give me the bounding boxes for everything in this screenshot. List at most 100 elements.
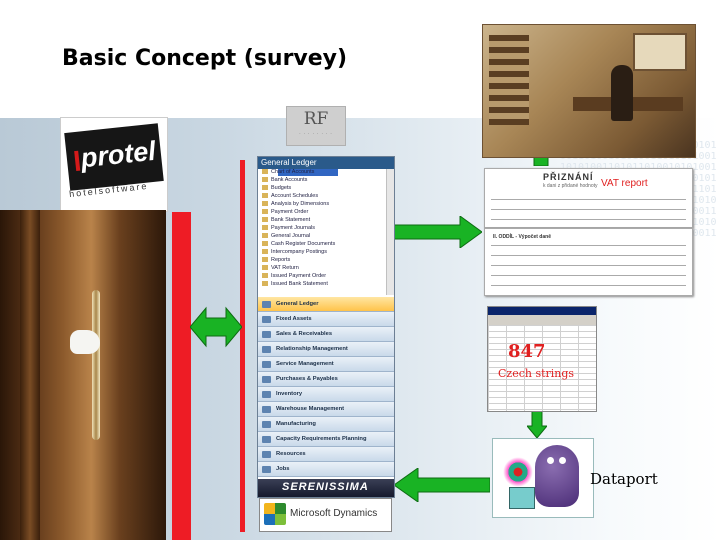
- tree-item[interactable]: Bank Accounts: [262, 177, 307, 183]
- green-arrow-down-icon: [527, 410, 547, 438]
- monster-icon: [535, 445, 579, 507]
- photo-window: [633, 33, 687, 71]
- nav-item-resources[interactable]: Resources: [258, 447, 394, 462]
- nav-item-jobs[interactable]: Jobs: [258, 462, 394, 477]
- folder-icon: [262, 185, 268, 191]
- tree-item[interactable]: Cash Register Documents: [262, 241, 335, 247]
- nav-item-capacity[interactable]: Capacity Requirements Planning: [258, 432, 394, 447]
- tree-item[interactable]: Issued Payment Order: [262, 273, 326, 279]
- capacity-icon: [262, 436, 271, 443]
- monster-eye-icon: [559, 457, 566, 464]
- door-handle: [92, 290, 100, 440]
- tree-item[interactable]: Issued Bank Statement: [262, 281, 328, 287]
- tree-item-label: Bank Accounts: [271, 177, 308, 183]
- white-glove: [70, 330, 100, 354]
- nav-item-service[interactable]: Service Management: [258, 357, 394, 372]
- nav-item-label: General Ledger: [276, 301, 319, 307]
- nav-item-purchases[interactable]: Purchases & Payables: [258, 372, 394, 387]
- nav-item-label: Sales & Receivables: [276, 331, 333, 337]
- tree-scrollbar[interactable]: [386, 169, 394, 295]
- tree-item-label: Chart of Accounts: [271, 169, 315, 175]
- tree-item[interactable]: Budgets: [262, 185, 291, 191]
- tree-item[interactable]: Chart of Accounts: [262, 169, 314, 175]
- folder-icon: [262, 249, 268, 255]
- assets-icon: [262, 316, 271, 323]
- folder-icon: [262, 265, 268, 271]
- folder-icon: [262, 273, 268, 279]
- photo-shelf: [489, 35, 529, 125]
- inventory-icon: [262, 391, 271, 398]
- tree-item[interactable]: Payment Journals: [262, 225, 315, 231]
- monster-eye-icon: [547, 457, 554, 464]
- nav-item-manufacturing[interactable]: Manufacturing: [258, 417, 394, 432]
- vat-doc-subtitle: k dani z přidané hodnoty: [543, 183, 598, 189]
- tree-item[interactable]: Payment Order: [262, 209, 308, 215]
- general-ledger-header: General Ledger: [258, 157, 394, 169]
- doc-line: [491, 219, 686, 220]
- excel-strings-screenshot: 847 Czech strings: [487, 306, 597, 412]
- tree-item-label: Issued Bank Statement: [271, 281, 328, 287]
- tree-item-label: Intercompany Postings: [271, 249, 327, 255]
- tree-item-label: Bank Statement: [271, 217, 311, 223]
- folder-icon: [262, 233, 268, 239]
- tree-item[interactable]: Analysis by Dimensions: [262, 201, 329, 207]
- doc-line: [491, 265, 686, 266]
- nav-item-label: Capacity Requirements Planning: [276, 436, 367, 442]
- tree-item[interactable]: VAT Return: [262, 265, 299, 271]
- nav-item-fixed-assets[interactable]: Fixed Assets: [258, 312, 394, 327]
- tree-item[interactable]: Intercompany Postings: [262, 249, 327, 255]
- tree-item[interactable]: Bank Statement: [262, 217, 310, 223]
- nav-item-label: Resources: [276, 451, 306, 457]
- tree-item-label: Payment Journals: [271, 225, 316, 231]
- protel-wordmark: protel: [79, 135, 158, 174]
- doc-line: [491, 285, 686, 286]
- nav-item-inventory[interactable]: Inventory: [258, 387, 394, 402]
- tree-item-label: Payment Order: [271, 209, 309, 215]
- nav-item-warehouse[interactable]: Warehouse Management: [258, 402, 394, 417]
- folder-icon: [262, 201, 268, 207]
- microsoft-dynamics-text: Microsoft Dynamics: [290, 508, 378, 519]
- tree-item-label: Account Schedules: [271, 193, 319, 199]
- tree-item-label: Cash Register Documents: [271, 241, 336, 247]
- tree-item[interactable]: Reports: [262, 257, 290, 263]
- tree-item-label: Issued Payment Order: [271, 273, 327, 279]
- nav-item-sales[interactable]: Sales & Receivables: [258, 327, 394, 342]
- vat-report-label: VAT report: [601, 178, 648, 189]
- rf-logo-subtext: · · · · · · · ·: [299, 131, 333, 136]
- microsoft-dynamics-logo: Microsoft Dynamics: [259, 498, 392, 532]
- sales-icon: [262, 331, 271, 338]
- folder-icon: [262, 225, 268, 231]
- service-icon: [262, 361, 271, 368]
- doc-line: [491, 255, 686, 256]
- tree-item-label: VAT Return: [271, 265, 299, 271]
- excel-title-bar: [488, 307, 596, 315]
- folder-icon: [262, 169, 268, 175]
- nav-item-label: Relationship Management: [276, 346, 348, 352]
- green-arrow-left-icon: [394, 468, 490, 502]
- tree-item[interactable]: Account Schedules: [262, 193, 318, 199]
- doc-line: [491, 199, 686, 200]
- general-ledger-tree: Chart of Accounts Bank Accounts Budgets …: [258, 169, 386, 295]
- tree-item-label: Analysis by Dimensions: [271, 201, 330, 207]
- folder-icon: [262, 257, 268, 263]
- strings-label: Czech strings: [498, 367, 575, 380]
- nav-item-relationship[interactable]: Relationship Management: [258, 342, 394, 357]
- nav-item-label: Service Management: [276, 361, 334, 367]
- nav-item-label: Jobs: [276, 466, 290, 472]
- nav-item-general-ledger[interactable]: General Ledger: [258, 297, 394, 312]
- computer-icon: [509, 487, 535, 509]
- vat-calculation-document: II. ODDÍL - Výpočet daně: [484, 228, 693, 296]
- nav-item-label: Fixed Assets: [276, 316, 312, 322]
- folder-icon: [262, 177, 268, 183]
- resources-icon: [262, 451, 271, 458]
- nav-item-label: Warehouse Management: [276, 406, 345, 412]
- dynamics-icon: [264, 503, 286, 525]
- door-frame: [20, 210, 40, 540]
- dataport-clipart: [492, 438, 594, 518]
- tree-item-label: Budgets: [271, 185, 292, 191]
- protel-logo-box: protel: [64, 123, 164, 191]
- folder-icon: [262, 193, 268, 199]
- manufacturing-icon: [262, 421, 271, 428]
- tree-item[interactable]: General Journal: [262, 233, 310, 239]
- doc-line: [491, 275, 686, 276]
